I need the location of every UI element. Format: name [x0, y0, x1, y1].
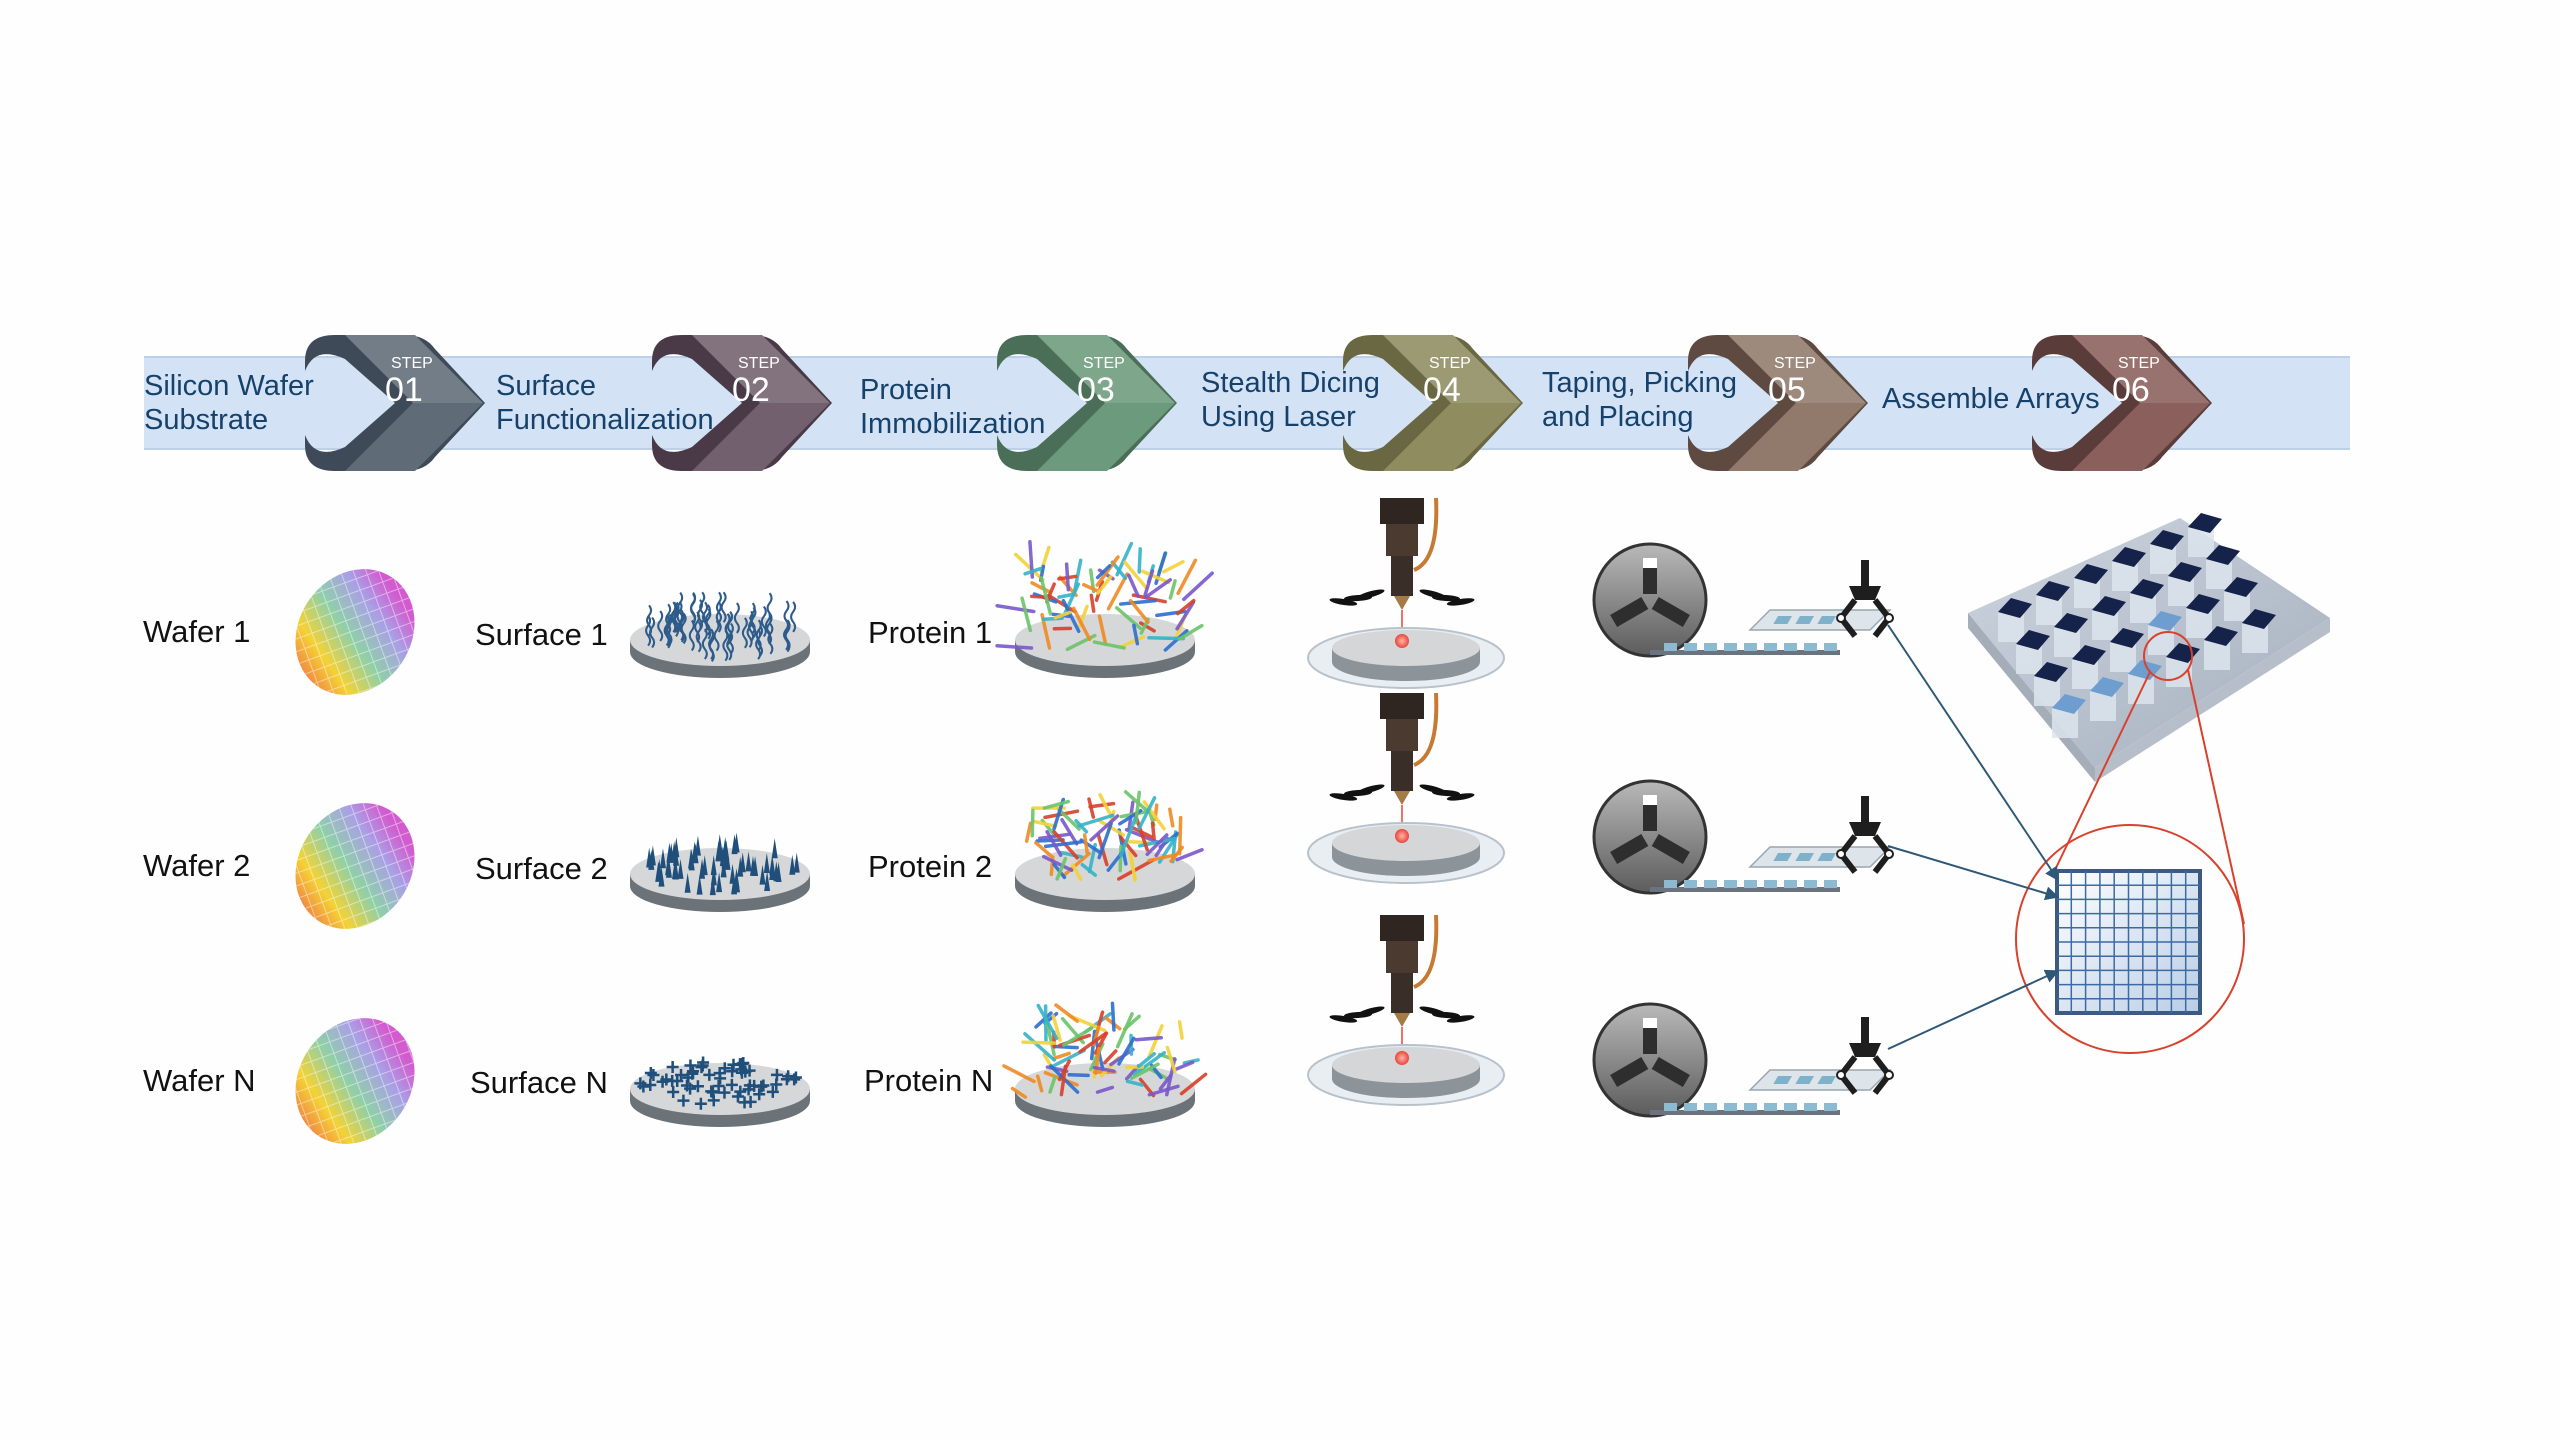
assembly-arrow — [1887, 969, 2060, 1050]
step-word: STEP — [1083, 355, 1125, 372]
tape-reel-and-gripper — [1592, 1002, 1894, 1118]
tape-reel-icon — [1592, 779, 1708, 895]
zoom-source-circle — [2143, 631, 2193, 681]
assembly-arrow — [1887, 845, 2060, 901]
step-03-title-line1: Protein — [860, 374, 952, 406]
laser-head-icon — [1307, 692, 1505, 884]
pick-and-place-icons — [1592, 542, 1894, 1118]
chevron-ribbon-icon — [305, 335, 485, 471]
rainbow-wafer-icon — [295, 803, 415, 929]
process-banner — [144, 356, 2350, 450]
step-01-title-line1: Silicon Wafer — [144, 370, 314, 402]
row2-protein-label: Protein 2 — [868, 849, 993, 884]
protein-coated-disc-icon — [995, 540, 1214, 678]
zoom-magnify-circle — [2015, 824, 2245, 1054]
tape-reel-and-gripper — [1592, 542, 1894, 658]
step-number: 06 — [2112, 371, 2150, 409]
laser-head-icon — [1307, 497, 1505, 689]
step-04-title-line2: Using Laser — [1201, 401, 1356, 433]
array-plate-icon — [1968, 513, 2330, 782]
step-05-title: Taping, Picking and Placing — [1542, 366, 1737, 434]
laser-spot — [1395, 829, 1409, 843]
step-number: 01 — [385, 371, 423, 409]
protein-icons — [995, 540, 1214, 1127]
row2-wafer-label: Wafer 2 — [143, 848, 251, 883]
surface-icons — [630, 591, 810, 1127]
step-number: 05 — [1768, 371, 1806, 409]
rainbow-wafer-icon — [295, 1018, 415, 1144]
chevron-ribbon-icon — [2032, 335, 2212, 471]
functionalized-disc-icon — [630, 832, 810, 912]
row1-protein-label: Protein 1 — [868, 615, 993, 650]
laser-spot — [1395, 634, 1409, 648]
microarray-grid-icon — [2055, 869, 2202, 1015]
step-03-title: Protein Immobilization — [860, 373, 1045, 441]
step-03-title-line2: Immobilization — [860, 408, 1046, 440]
chevron-ribbon-icon — [1688, 335, 1868, 471]
rainbow-wafer-icon — [295, 569, 415, 695]
protein-coated-disc-icon — [1015, 790, 1204, 912]
assembly-arrow — [1887, 624, 2059, 882]
step-word: STEP — [391, 355, 433, 372]
step-04-title-line1: Stealth Dicing — [1201, 367, 1380, 399]
step-word: STEP — [738, 355, 780, 372]
rowN-surface-label: Surface N — [470, 1065, 608, 1100]
step-02-title-line1: Surface — [496, 370, 596, 402]
laser-spot — [1395, 1051, 1409, 1065]
step-word: STEP — [2118, 355, 2160, 372]
step-02-title-line2: Functionalization — [496, 404, 714, 436]
row1-wafer-label: Wafer 1 — [143, 614, 251, 649]
functionalized-disc-icon — [630, 1056, 810, 1127]
step-01-title: Silicon Wafer Substrate — [144, 369, 314, 437]
laser-head-icon — [1307, 914, 1505, 1106]
chevron-ribbon-icon — [997, 335, 1177, 471]
step-05-title-line2: and Placing — [1542, 401, 1694, 433]
robotic-gripper-icon — [1836, 796, 1894, 874]
robotic-gripper-icon — [1836, 560, 1894, 638]
laser-dicing-icons — [1307, 497, 1505, 1106]
protein-coated-disc-icon — [1002, 1001, 1208, 1127]
chevron-ribbon-icon — [1343, 335, 1523, 471]
wafer-icons — [295, 569, 415, 1144]
step-word: STEP — [1774, 355, 1816, 372]
row2-surface-label: Surface 2 — [475, 851, 608, 886]
robotic-gripper-icon — [1836, 1017, 1894, 1095]
step-06-title: Assemble Arrays — [1882, 382, 2100, 416]
functionalized-disc-icon — [630, 591, 810, 678]
tape-reel-icon — [1592, 1002, 1708, 1118]
step-06-title-line1: Assemble Arrays — [1882, 383, 2100, 415]
chevron-ribbon-icon — [652, 335, 832, 471]
tape-reel-and-gripper — [1592, 779, 1894, 895]
step-number: 03 — [1077, 371, 1115, 409]
step-05-title-line1: Taping, Picking — [1542, 367, 1738, 399]
step-02-title: Surface Functionalization — [496, 369, 714, 437]
rowN-protein-label: Protein N — [864, 1063, 994, 1098]
step-01-title-line2: Substrate — [144, 404, 269, 436]
step-word: STEP — [1429, 355, 1471, 372]
array-assembly — [1887, 513, 2330, 1054]
step-number: 02 — [732, 371, 770, 409]
row1-surface-label: Surface 1 — [475, 617, 608, 652]
step-number: 04 — [1423, 371, 1461, 409]
rowN-wafer-label: Wafer N — [143, 1063, 256, 1098]
tape-reel-icon — [1592, 542, 1708, 658]
step-04-title: Stealth Dicing Using Laser — [1201, 366, 1380, 434]
